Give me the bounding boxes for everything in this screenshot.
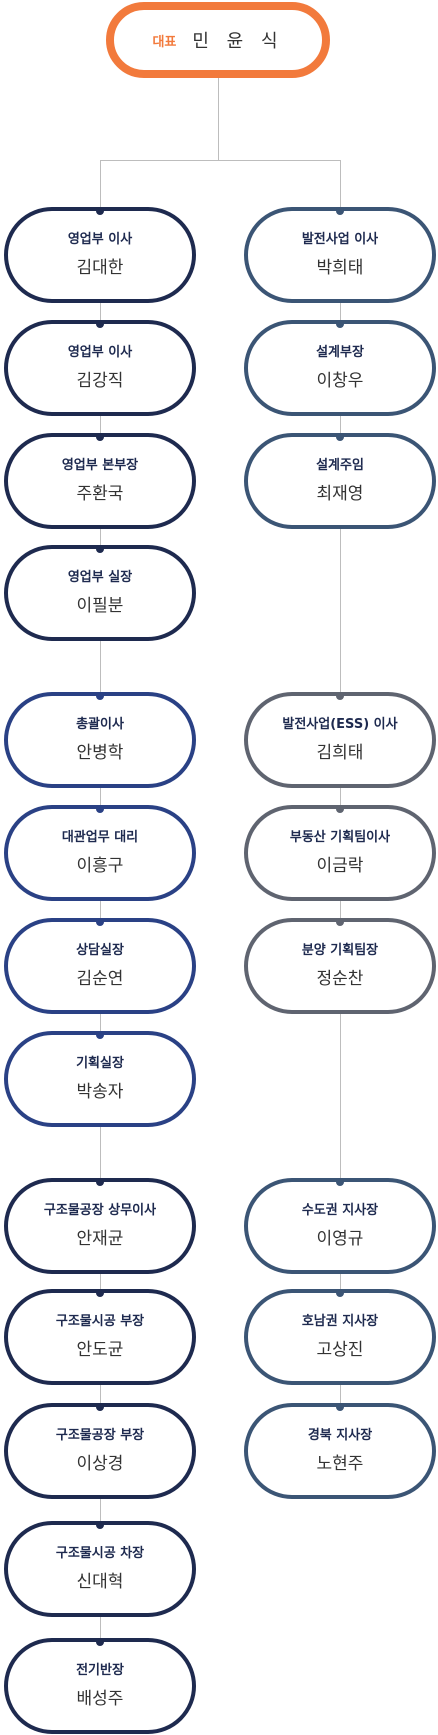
node-name: 김대한 (76, 258, 124, 278)
right-node-top-dot (336, 433, 344, 441)
node-name: 정순찬 (316, 969, 364, 989)
right-node-top-dot (336, 1289, 344, 1297)
left-node-top-dot (96, 805, 104, 813)
node-role: 기획실장 (76, 1056, 124, 1071)
node-role: 총괄이사 (76, 717, 124, 732)
node-name: 이영규 (316, 1229, 364, 1249)
node-role: 경북 지사장 (307, 1428, 373, 1443)
node-name: 이필분 (76, 596, 124, 616)
left-node-top-dot (96, 1031, 104, 1039)
left-node-top-dot (96, 1178, 104, 1186)
node-name: 노현주 (316, 1454, 364, 1474)
left-node-top-dot (96, 1289, 104, 1297)
node-role: 영업부 이사 (67, 232, 133, 247)
node-name: 고상진 (316, 1340, 364, 1360)
right-node-top-dot (336, 320, 344, 328)
node-name: 배성주 (76, 1689, 124, 1709)
node-name: 안병학 (76, 743, 124, 763)
ceo-bottom-dot (214, 70, 222, 78)
node-role: 구조물시공 차장 (55, 1546, 145, 1561)
node-role: 발전사업 이사 (301, 232, 379, 247)
left-node-top-dot (96, 1638, 104, 1646)
left-node-top-dot (96, 545, 104, 553)
node-role: 호남권 지사장 (301, 1314, 379, 1329)
node-name: 이금락 (316, 856, 364, 876)
left-node-top-dot (96, 320, 104, 328)
node-name: 김순연 (76, 969, 124, 989)
left-node-top-dot (96, 207, 104, 215)
ceo-connector (218, 78, 219, 160)
node-name: 이창우 (316, 371, 364, 391)
ceo-top-dot (214, 2, 222, 10)
node-name: 신대혁 (76, 1572, 124, 1592)
node-name: 최재영 (316, 484, 364, 504)
ceo-role: 대표 (152, 34, 177, 50)
node-role: 영업부 실장 (67, 570, 133, 585)
node-role: 설계주임 (316, 458, 364, 473)
left-node-top-dot (96, 918, 104, 926)
node-role: 상담실장 (76, 943, 124, 958)
node-role: 구조물공장 상무이사 (43, 1203, 157, 1218)
right-node-top-dot (336, 692, 344, 700)
right-node-top-dot (336, 207, 344, 215)
node-name: 안도균 (76, 1340, 124, 1360)
node-name: 김희태 (316, 743, 364, 763)
left-node-top-dot (96, 433, 104, 441)
node-name: 안재균 (76, 1229, 124, 1249)
node-name: 이상경 (76, 1454, 124, 1474)
ceo-node: 대표 민 윤 식 (106, 2, 330, 78)
node-name: 박희태 (316, 258, 364, 278)
node-role: 수도권 지사장 (301, 1203, 379, 1218)
node-role: 대관업무 대리 (61, 830, 139, 845)
left-node-top-dot (96, 1521, 104, 1529)
left-node-top-dot (96, 692, 104, 700)
ceo-name: 민 윤 식 (192, 31, 284, 52)
node-name: 김강직 (76, 371, 124, 391)
node-name: 박송자 (76, 1082, 124, 1102)
node-role: 구조물공장 부장 (55, 1428, 145, 1443)
node-role: 영업부 본부장 (61, 458, 139, 473)
node-name: 주환국 (76, 484, 124, 504)
branch-connector (100, 160, 341, 161)
left-branch-connector (100, 160, 101, 207)
node-role: 구조물시공 부장 (55, 1314, 145, 1329)
node-role: 영업부 이사 (67, 345, 133, 360)
node-name: 이흥구 (76, 856, 124, 876)
node-role: 부동산 기획팀이사 (289, 830, 391, 845)
left-node-top-dot (96, 1403, 104, 1411)
right-node-top-dot (336, 1178, 344, 1186)
right-branch-connector (340, 160, 341, 207)
node-role: 분양 기획팀장 (301, 943, 379, 958)
node-role: 발전사업(ESS) 이사 (282, 717, 398, 732)
right-node-top-dot (336, 1403, 344, 1411)
node-role: 전기반장 (76, 1663, 124, 1678)
node-role: 설계부장 (316, 345, 364, 360)
right-node-top-dot (336, 918, 344, 926)
right-node-top-dot (336, 805, 344, 813)
